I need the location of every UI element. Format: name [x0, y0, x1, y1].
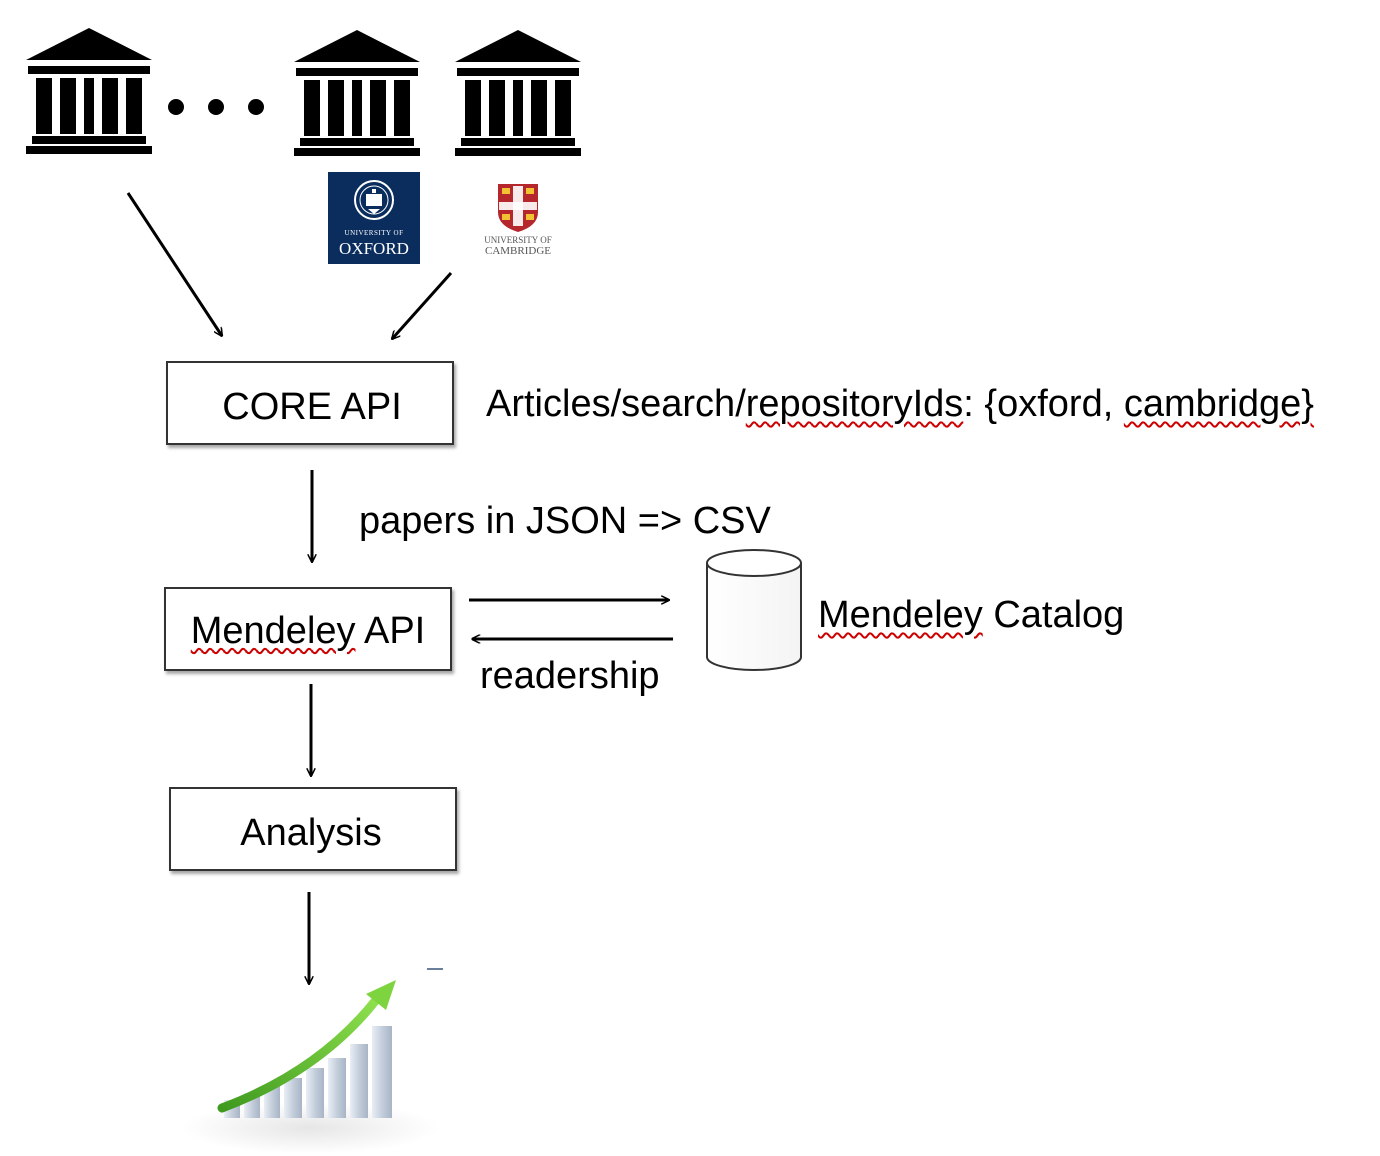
- core-query-part3: : {oxford,: [963, 383, 1124, 425]
- papers-json-csv-label: papers in JSON => CSV: [359, 500, 771, 542]
- core-query-part4: cambridge}: [1123, 383, 1314, 425]
- ellipsis-dots-icon: [168, 99, 264, 115]
- core-api-box: CORE API: [166, 361, 454, 445]
- cambridge-logo-line2: CAMBRIDGE: [484, 245, 551, 257]
- growth-chart-icon: [182, 980, 438, 1154]
- oxford-repository-building-icon: [294, 30, 420, 156]
- analysis-label: Analysis: [240, 811, 382, 854]
- cambridge-logo-line1: UNIVERSITY OF: [484, 235, 552, 245]
- core-api-label: CORE API: [222, 385, 402, 428]
- mendeley-catalog-label: Mendeley Catalog: [818, 596, 1124, 634]
- cambridge-repository-building-icon: [455, 30, 581, 156]
- core-query-label: Articles/search/repositoryIds: {oxford, …: [486, 385, 1314, 423]
- analysis-box: Analysis: [169, 787, 457, 871]
- catalog-part2: Catalog: [982, 594, 1125, 636]
- mendeley-api-box: Mendeley API: [164, 587, 452, 671]
- oxford-logo-line2: OXFORD: [339, 239, 409, 258]
- database-cylinder-icon: [706, 549, 802, 671]
- mendeley-api-label: Mendeley API: [191, 610, 425, 653]
- core-query-part1: Articles/search/: [486, 383, 746, 425]
- cambridge-shield-icon: [498, 184, 538, 232]
- oxford-logo-line1: UNIVERSITY OF: [344, 229, 404, 237]
- oxford-logo: [328, 172, 420, 264]
- mendeley-api-part2: API: [355, 609, 426, 652]
- mendeley-api-part1: Mendeley: [190, 609, 356, 652]
- arrow-cambridge-to-core: [392, 272, 453, 339]
- repository-building-icon: [26, 28, 152, 154]
- core-query-part2: repositoryIds: [745, 383, 964, 425]
- arrow-repositories-to-core: [126, 192, 222, 336]
- catalog-part1: Mendeley: [818, 594, 983, 636]
- readership-label: readership: [480, 655, 660, 697]
